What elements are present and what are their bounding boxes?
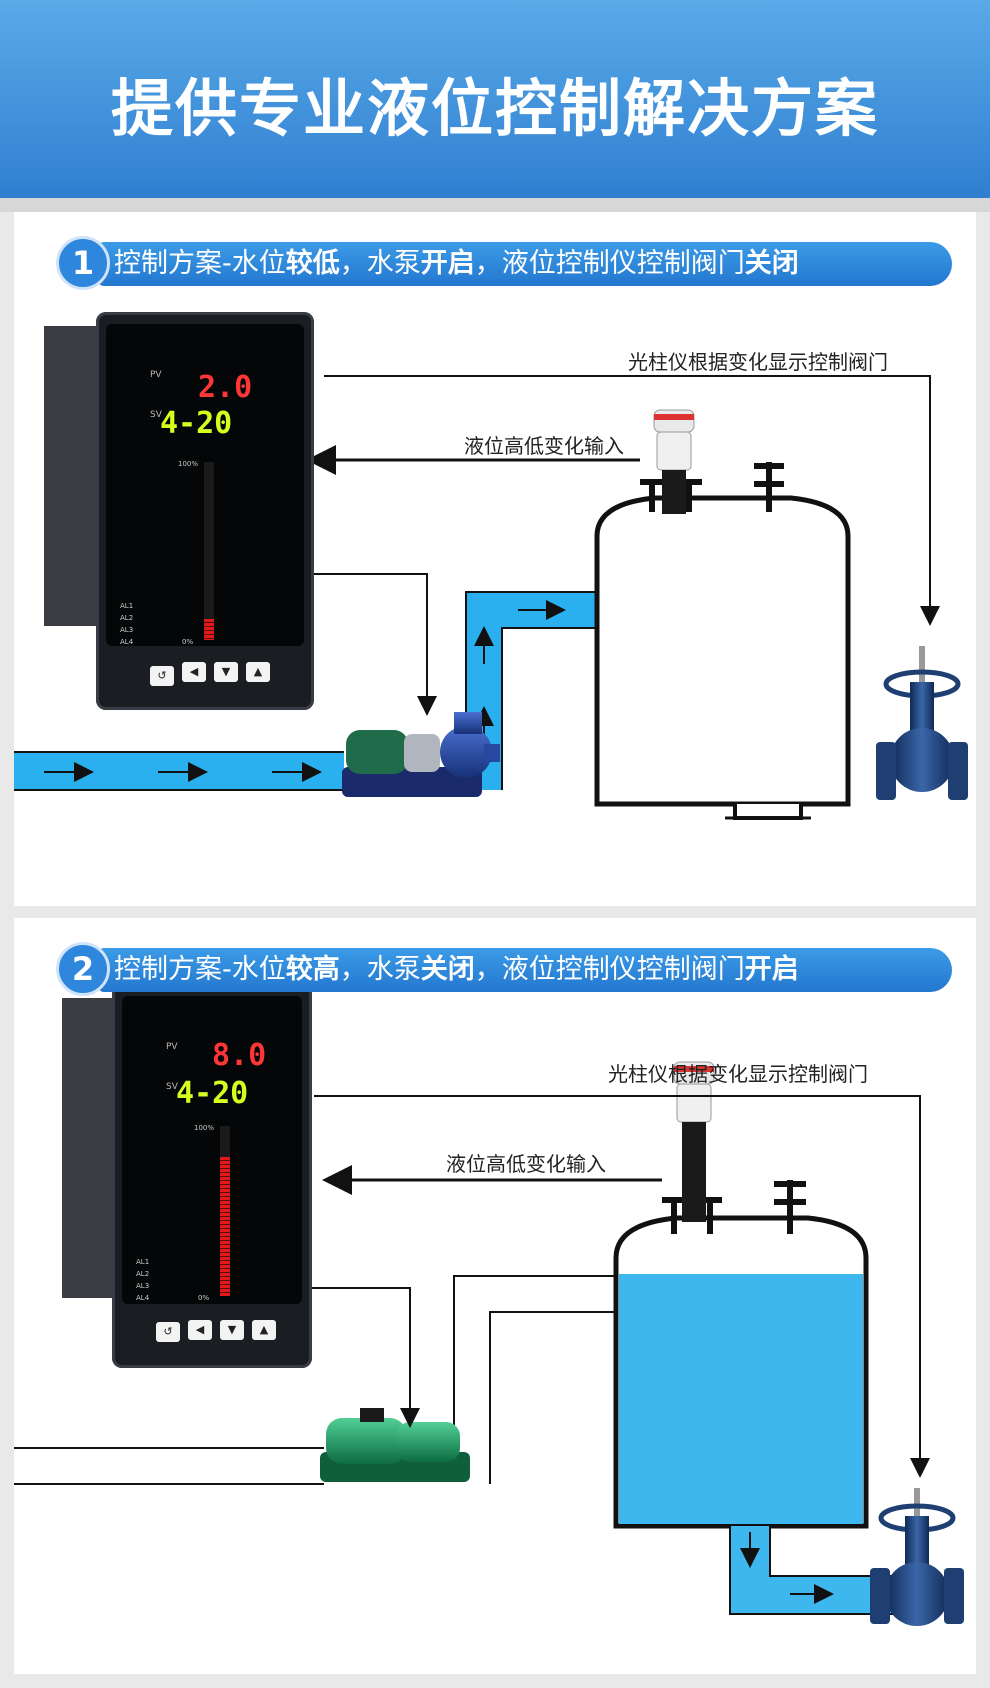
sv-label: SV [150,410,162,420]
page-header: 提供专业液位控制解决方案 [0,0,990,198]
scheme-2-diagram [14,1061,964,1626]
up-button[interactable]: ▲ [246,662,270,682]
reset-button[interactable]: ↺ [150,666,174,686]
pv-value: 8.0 [212,1038,267,1073]
title-part-bold: 关闭 [420,954,475,985]
scheme-1-diagram [14,375,968,820]
pv-value: 2.0 [198,370,253,405]
scheme-1-title: 控制方案-水位较低，水泵开启，液位控制仪控制阀门关闭 [98,242,952,286]
title-part-bold: 开启 [744,954,799,985]
alarm-4-label: AL4 [120,638,134,646]
sv-label: SV [166,1082,178,1092]
level-bar-track [204,462,214,640]
title-part: ，水泵 [339,248,421,279]
title-part: ，液位控制仪控制阀门 [474,248,745,279]
meter-screen: PV 2.0 SV 4-20 100% 0% AL1 AL2 AL3 AL4 [106,324,304,646]
level-meter: PV 8.0 SV 4-20 100% 0% AL1 AL2 AL3 AL4 ↺… [112,984,312,1368]
label-level-input: 液位高低变化输入 [446,1152,606,1176]
title-part-bold: 较高 [285,954,340,985]
alarm-1-label: AL1 [136,1258,150,1266]
level-bar-fill [220,1157,230,1296]
pv-label: PV [166,1042,178,1052]
meter-screen: PV 8.0 SV 4-20 100% 0% AL1 AL2 AL3 AL4 [122,996,302,1304]
scale-top: 100% [178,460,199,468]
alarm-2-label: AL2 [120,614,134,622]
down-button[interactable]: ▼ [214,662,238,682]
meter-housing [62,998,118,1298]
title-part: ，液位控制仪控制阀门 [474,954,745,985]
level-bar-fill [204,619,214,640]
scheme-1-panel: PV 2.0 SV 4-20 100% 0% AL1 AL2 AL3 AL4 ↺… [14,212,976,906]
left-button[interactable]: ◀ [188,1320,212,1340]
sv-value: 4-20 [176,1076,249,1111]
alarm-2-label: AL2 [136,1270,150,1278]
title-part: 控制方案-水位 [114,248,286,279]
scale-bottom: 0% [198,1294,210,1302]
scheme-2-panel: PV 8.0 SV 4-20 100% 0% AL1 AL2 AL3 AL4 ↺… [14,918,976,1674]
down-button[interactable]: ▼ [220,1320,244,1340]
left-button[interactable]: ◀ [182,662,206,682]
up-button[interactable]: ▲ [252,1320,276,1340]
reset-button[interactable]: ↺ [156,1322,180,1342]
pv-label: PV [150,370,162,380]
title-part-bold: 关闭 [744,248,799,279]
level-meter: PV 2.0 SV 4-20 100% 0% AL1 AL2 AL3 AL4 ↺… [96,312,314,710]
alarm-4-label: AL4 [136,1294,150,1302]
scheme-2-number: 2 [56,942,110,996]
label-control-valve: 光柱仪根据变化显示控制阀门 [608,1062,868,1086]
scale-top: 100% [194,1124,215,1132]
label-level-input: 液位高低变化输入 [464,434,624,458]
alarm-3-label: AL3 [120,626,134,634]
title-part-bold: 开启 [420,248,475,279]
alarm-3-label: AL3 [136,1282,150,1290]
title-part-bold: 较低 [285,248,340,279]
divider-band [0,198,990,212]
meter-housing [44,326,104,626]
title-part: ，水泵 [339,954,421,985]
sv-value: 4-20 [160,406,233,441]
alarm-1-label: AL1 [120,602,134,610]
scale-bottom: 0% [182,638,194,646]
page-title: 提供专业液位控制解决方案 [110,72,879,145]
title-part: 控制方案-水位 [114,954,286,985]
scheme-1-number: 1 [56,236,110,290]
label-control-valve: 光柱仪根据变化显示控制阀门 [628,350,888,374]
scheme-2-title: 控制方案-水位较高，水泵关闭，液位控制仪控制阀门开启 [98,948,952,992]
